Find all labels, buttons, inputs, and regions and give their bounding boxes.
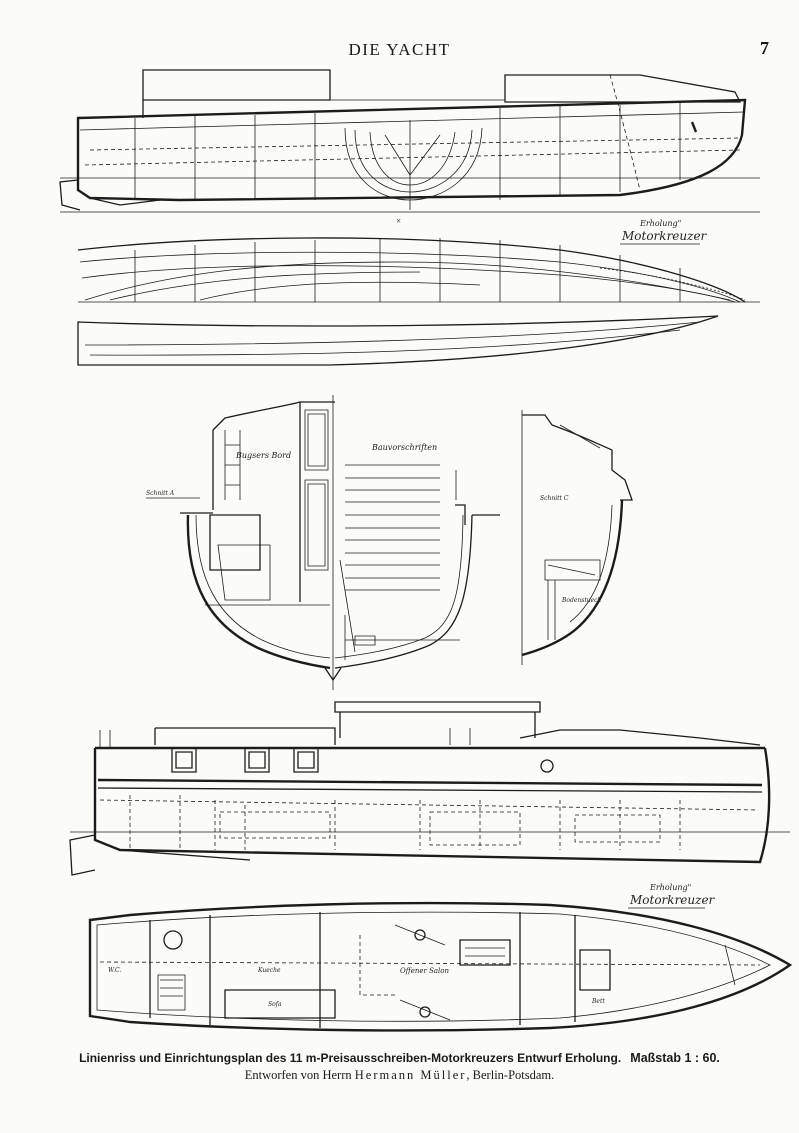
caption-designer-name: Hermann Müller: [354, 1068, 467, 1082]
lines-plan-half-breadth: [77, 237, 760, 303]
cross-section-left: Bugsers Bord Schnitt A: [146, 395, 342, 690]
figure-caption: Linienriss und Einrichtungsplan des 11 m…: [0, 1050, 799, 1084]
deck-plan: Offener Salon Sofa Kueche W.C. Bett: [88, 901, 793, 1032]
caption-scale: Maßstab 1 : 60.: [630, 1051, 720, 1065]
lines-plan-waterlines: [77, 315, 719, 366]
cross-section-right-half: Bauvorschriften: [334, 443, 500, 669]
inboard-profile: [69, 701, 790, 876]
stamp-name-2: Erholung": [649, 883, 691, 892]
scantlings-heading: Bauvorschriften: [371, 443, 437, 452]
lines-plan-profile: ×: [59, 69, 760, 226]
wc-label: W.C.: [108, 967, 121, 974]
left-section-label: Schnitt A: [146, 490, 175, 497]
bulkhead-label: Bugsers Bord: [235, 451, 291, 460]
floor-label: Bodenstueck: [561, 597, 602, 604]
galley-label: Kueche: [257, 967, 281, 974]
salon-label: Sofa: [268, 1001, 282, 1008]
caption-credit: Entworfen von Herrn Hermann Müller, Berl…: [0, 1067, 799, 1084]
caption-credit-suffix: , Berlin-Potsdam.: [466, 1068, 555, 1082]
svg-text:×: ×: [396, 216, 401, 226]
profile-stamp: Erholung" Motorkreuzer: [628, 883, 716, 909]
cross-section-forward: Schnitt C Bodenstueck: [521, 410, 633, 665]
stamp-type-1: Motorkreuzer: [621, 229, 708, 243]
caption-credit-prefix: Entworfen von Herrn: [244, 1068, 352, 1082]
cockpit-label: Offener Salon: [400, 967, 449, 975]
lines-plan-stamp: Erholung" Motorkreuzer: [620, 219, 708, 245]
caption-title: Linienriss und Einrichtungsplan des 11 m…: [79, 1051, 622, 1065]
stamp-type-2: Motorkreuzer: [629, 893, 716, 907]
bed-label: Bett: [591, 998, 605, 1005]
stamp-name-1: Erholung": [639, 219, 681, 228]
page-header-title: DIE YACHT: [348, 40, 451, 59]
page-number: 7: [760, 38, 769, 58]
right-section-label: Schnitt C: [540, 495, 569, 502]
